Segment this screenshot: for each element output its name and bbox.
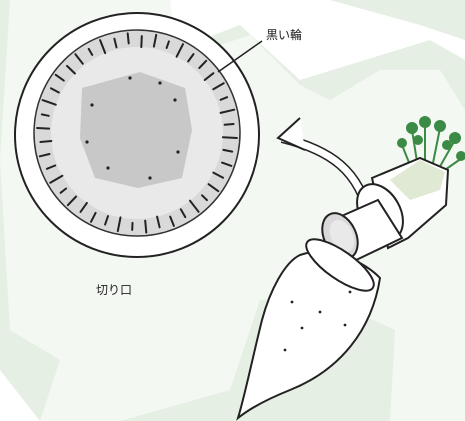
ring-tick [40,141,51,142]
ring-tick [141,36,142,47]
cut-surface-cross-section [15,13,259,257]
ring-tick [145,221,146,233]
background-shape-top-right [330,0,465,40]
ring-tick [42,114,49,115]
ring-tick [128,33,129,43]
cross-section-core [80,72,192,188]
cut-surface-label: 切り口 [96,281,132,298]
ring-tick [223,137,237,138]
ring-tick [37,128,49,129]
ring-tick [225,124,234,125]
ring-label: 黒い輪 [266,26,302,43]
